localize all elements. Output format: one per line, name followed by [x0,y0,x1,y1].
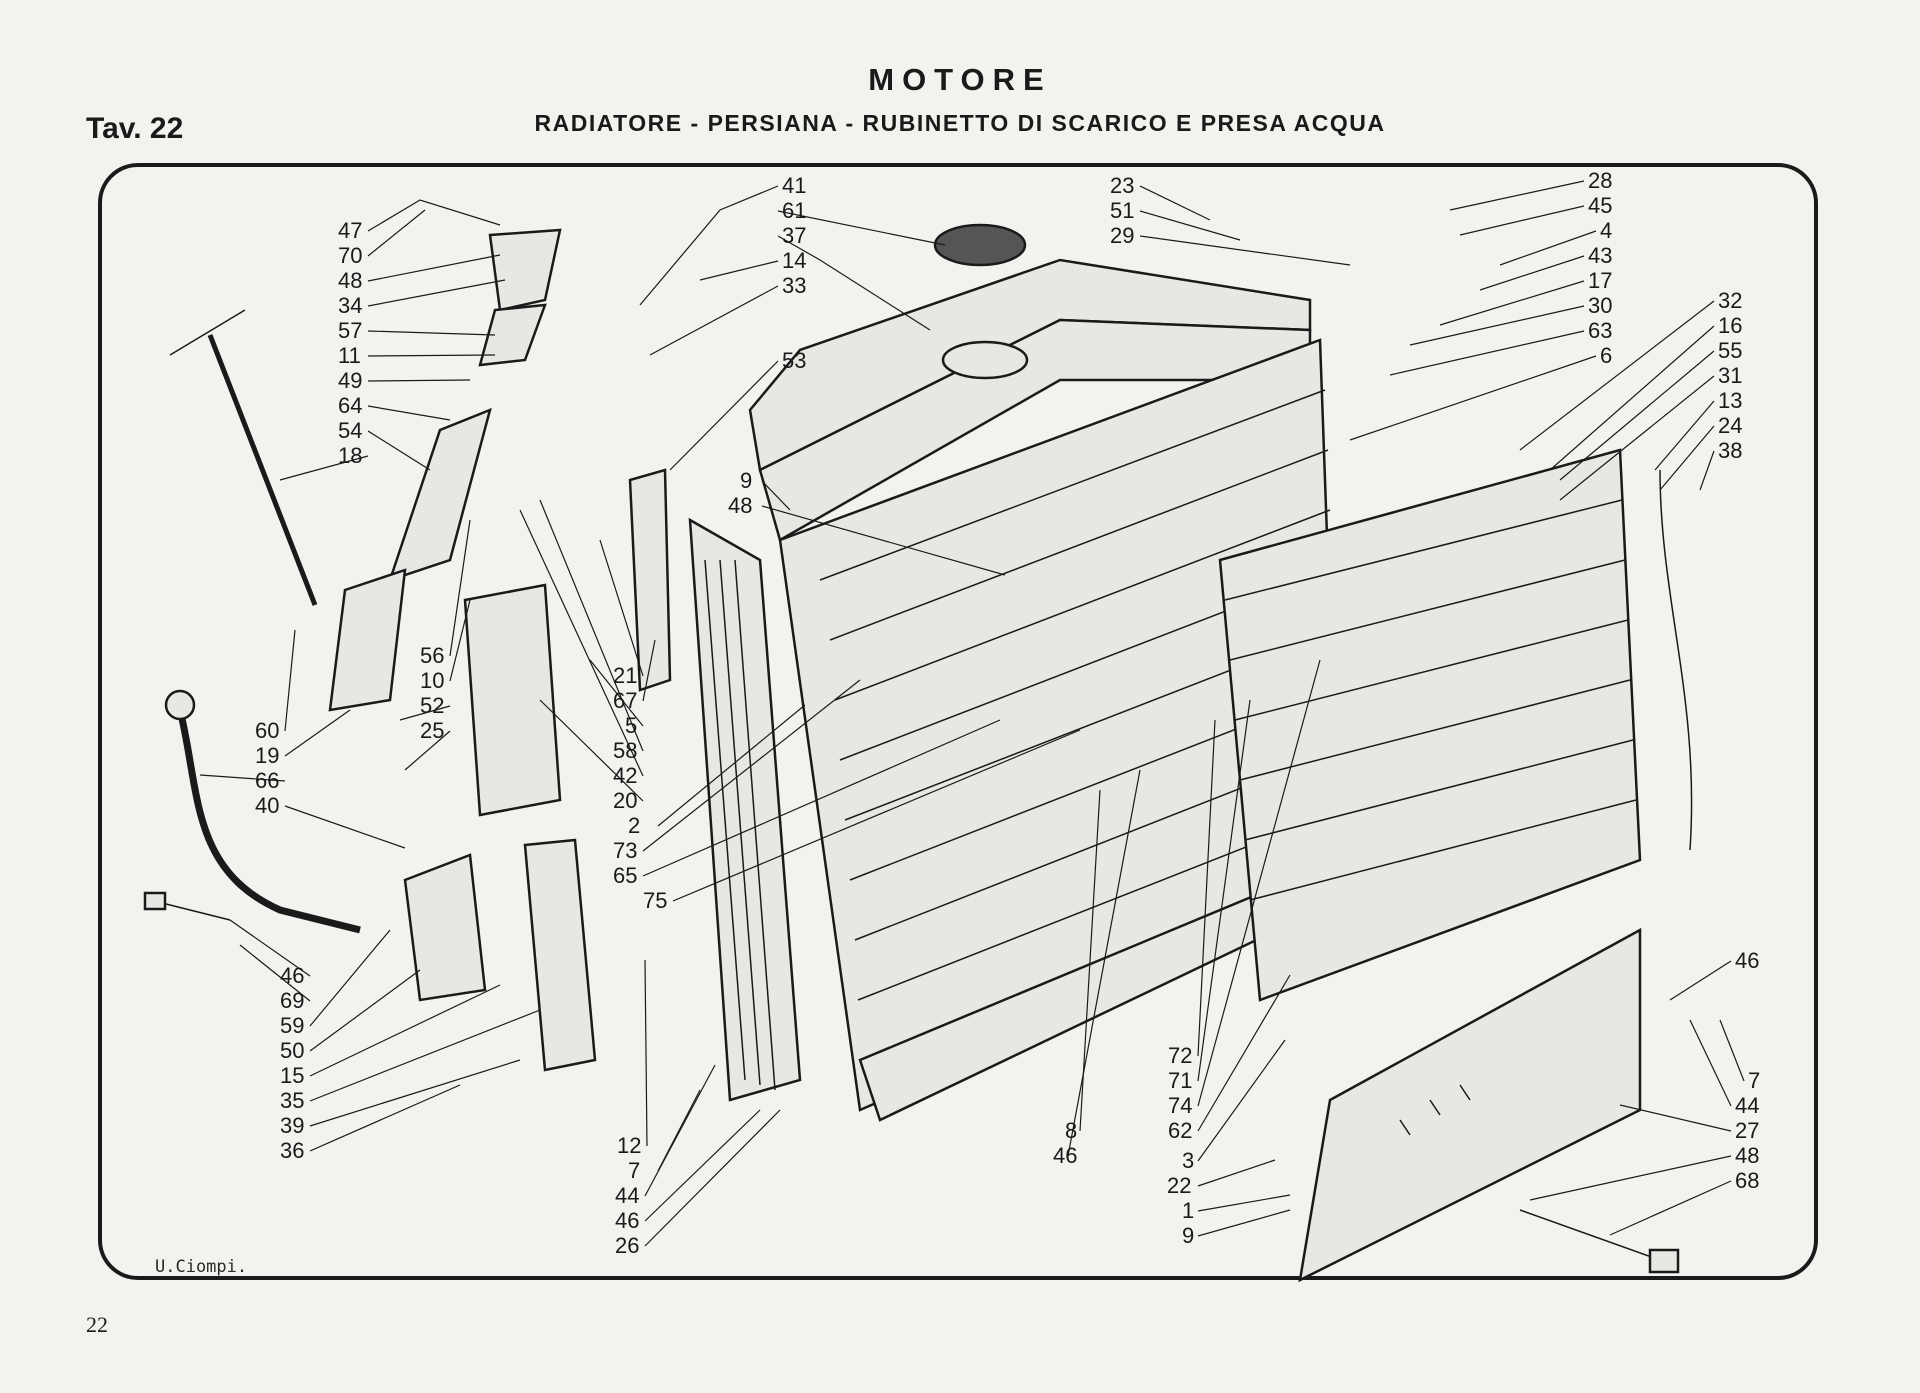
part-label: 57 [338,318,362,343]
part-label: 49 [338,368,362,393]
part-label: 17 [1588,268,1612,293]
part-label: 14 [782,248,806,273]
part-label: 47 [338,218,362,243]
part-label: 31 [1718,363,1742,388]
part-label: 44 [615,1183,639,1208]
part-label: 69 [280,988,304,1013]
part-label: 41 [782,173,806,198]
part-label: 29 [1110,223,1134,248]
part-label: 73 [613,838,637,863]
part-label: 3 [1182,1148,1194,1173]
part-label: 10 [420,668,444,693]
part-label: 28 [1588,168,1612,193]
part-label: 52 [420,693,444,718]
part-label: 37 [782,223,806,248]
radiator-illustration [688,223,1342,1122]
part-label: 6 [1600,343,1612,368]
part-label: 44 [1735,1093,1759,1118]
part-label: 51 [1110,198,1134,223]
part-label: 11 [338,343,361,368]
part-label: 46 [280,963,304,988]
part-label: 30 [1588,293,1612,318]
part-label: 46 [1053,1143,1077,1168]
diagram-frame [98,163,1818,1280]
part-label: 54 [338,418,362,443]
part-label: 56 [420,643,444,668]
part-label: 43 [1588,243,1612,268]
part-label: 13 [1718,388,1742,413]
part-label: 63 [1588,318,1612,343]
part-label: 55 [1718,338,1742,363]
part-label: 36 [280,1138,304,1163]
part-label: 15 [280,1063,304,1088]
part-label: 46 [1735,948,1759,973]
part-label: 21 [613,663,637,688]
part-labels: 47 70 48 34 57 11 49 64 54 18 56 10 52 2… [255,168,1760,1258]
part-label: 46 [615,1208,639,1233]
part-label: 9 [740,468,752,493]
part-label: 22 [1167,1173,1191,1198]
part-label: 58 [613,738,637,763]
shutter-illustration [1218,448,1693,1283]
part-label: 23 [1110,173,1134,198]
part-label: 2 [628,813,640,838]
leader-lines [199,180,1745,1247]
part-label: 19 [255,743,279,768]
part-label: 27 [1735,1118,1759,1143]
part-label: 75 [643,888,667,913]
part-label: 74 [1168,1093,1192,1118]
part-label: 48 [728,493,752,518]
part-label: 65 [613,863,637,888]
part-label: 68 [1735,1168,1759,1193]
part-label: 7 [1748,1068,1760,1093]
part-label: 32 [1718,288,1742,313]
part-label: 45 [1588,193,1612,218]
part-label: 72 [1168,1043,1192,1068]
part-label: 24 [1718,413,1742,438]
part-label: 64 [338,393,362,418]
part-label: 62 [1168,1118,1192,1143]
part-label: 60 [255,718,279,743]
part-label: 59 [280,1013,304,1038]
part-label: 34 [338,293,362,318]
part-label: 4 [1600,218,1612,243]
illustrator-signature: U.Ciompi. [155,1257,248,1277]
part-label: 71 [1168,1068,1192,1093]
part-label: 7 [628,1158,640,1183]
part-label: 16 [1718,313,1742,338]
part-label: 53 [782,348,806,373]
page-subtitle: RADIATORE - PERSIANA - RUBINETTO DI SCAR… [534,110,1386,136]
part-label: 61 [782,198,806,223]
page-number: 22 [86,1312,108,1337]
part-label: 9 [1182,1223,1194,1248]
part-label: 50 [280,1038,304,1063]
part-label: 40 [255,793,279,818]
part-label: 48 [1735,1143,1759,1168]
part-label: 48 [338,268,362,293]
part-label: 18 [338,443,362,468]
part-label: 70 [338,243,362,268]
part-label: 26 [615,1233,639,1258]
part-label: 5 [625,713,637,738]
part-label: 33 [782,273,806,298]
part-label: 39 [280,1113,304,1138]
part-label: 35 [280,1088,304,1113]
part-label: 38 [1718,438,1742,463]
drain-tap-illustration [143,228,672,1072]
table-number: Tav. 22 [86,112,184,145]
part-label: 1 [1182,1198,1194,1223]
part-label: 12 [617,1133,641,1158]
page-title: MOTORE [868,62,1052,97]
